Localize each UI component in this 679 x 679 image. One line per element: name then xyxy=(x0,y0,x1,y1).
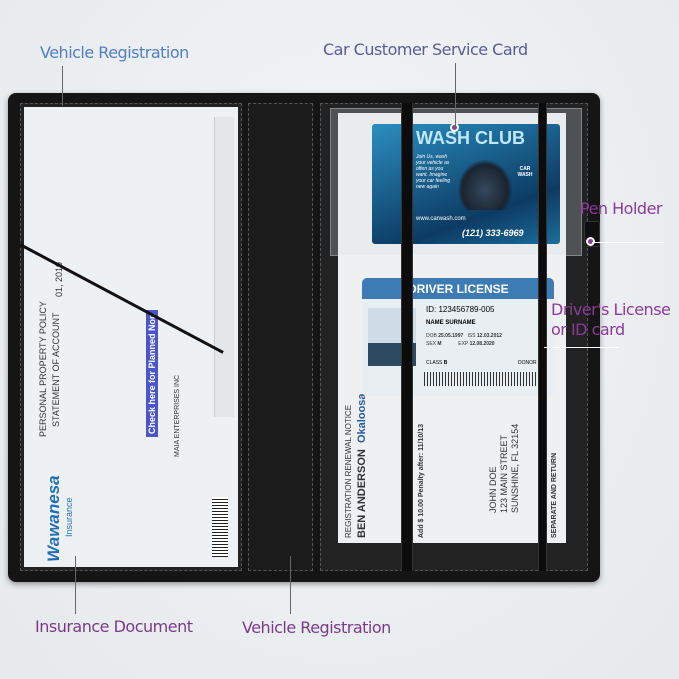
exp-label: EXP xyxy=(458,341,469,347)
owner-city: SUNSHINE, FL 32154 xyxy=(510,423,520,513)
exp: 12.08.2020 xyxy=(469,341,495,347)
callout-dot xyxy=(586,237,595,246)
insurance-document: PERSONAL PROPERTY POLICY STATEMENT OF AC… xyxy=(24,107,238,567)
callout-line xyxy=(592,242,664,243)
license-name: NAME SURNAME xyxy=(426,320,476,326)
wash-card-title: WASH CLUB xyxy=(416,128,525,148)
callout-pen-holder: Pen Holder xyxy=(580,199,663,218)
check-box-text: Check here for Planned Non xyxy=(146,310,158,437)
insurance-brand-sub: Insurance xyxy=(64,497,74,537)
callout-service-card: Car Customer Service Card xyxy=(323,40,528,59)
wash-card-website: www.carwash.com xyxy=(416,216,466,222)
sex-label: SEX xyxy=(426,341,437,347)
callout-line xyxy=(75,556,76,614)
renewal-name: BEN ANDERSON xyxy=(356,449,368,538)
callout-license-2: or ID card xyxy=(551,320,625,339)
license-fields: DOB 25.05.1997 ISS 12.03.2012 SEX M EXP … xyxy=(426,332,502,348)
class-label: CLASS xyxy=(426,360,443,366)
class: B xyxy=(443,360,448,366)
callout-insurance: Insurance Document xyxy=(35,617,193,636)
renewal-penalty: Add $ 10.00 Penalty after: 11/10/13 xyxy=(418,423,425,538)
insurance-brand: Wawanesa xyxy=(44,475,63,562)
registration-strip xyxy=(214,117,234,417)
sex: M xyxy=(437,341,442,347)
owner-name: JOHN DOE xyxy=(488,466,498,513)
insurance-address: MAIA ENTERPRISES INC xyxy=(174,374,181,457)
wash-card-tagline: Join Us, wash your vehicle as often as y… xyxy=(416,154,451,190)
license-header: DRIVER LICENSE xyxy=(362,278,554,299)
renewal-title: REGISTRATION RENEWAL NOTICE xyxy=(344,404,353,538)
callout-line xyxy=(62,66,63,106)
spine xyxy=(248,103,313,571)
callout-line xyxy=(455,63,456,129)
callout-vehicle-registration-bottom: Vehicle Registration xyxy=(242,618,391,637)
dob: 25.05.1997 xyxy=(438,333,464,339)
document-wallet: PERSONAL PROPERTY POLICY STATEMENT OF AC… xyxy=(8,93,600,582)
license-barcode xyxy=(424,372,544,386)
license-donor: DONOR xyxy=(518,360,537,366)
elastic-strap[interactable] xyxy=(401,103,413,571)
wash-card-phone: (121) 333-6969 xyxy=(462,228,524,238)
dob-label: DOB xyxy=(426,333,437,339)
insurance-subtitle: STATEMENT OF ACCOUNT xyxy=(51,312,61,427)
callout-line xyxy=(290,556,291,614)
wash-card-badge: CAR WASH xyxy=(517,166,533,178)
barcode xyxy=(212,497,228,557)
separate-return: SEPARATE AND RETURN xyxy=(551,452,558,538)
insurance-title: PERSONAL PROPERTY POLICY xyxy=(38,301,48,437)
iss: 12.03.2012 xyxy=(476,333,502,339)
iss-label: ISS xyxy=(467,333,476,339)
elastic-strap-right[interactable] xyxy=(538,103,547,571)
driver-license-card: DRIVER LICENSE ID: 123456789-005 NAME SU… xyxy=(362,278,554,396)
vintage-car-image xyxy=(458,160,512,210)
callout-license-1: Driver's License xyxy=(551,300,671,319)
callout-vehicle-registration-top: Vehicle Registration xyxy=(40,43,189,62)
owner-street: 123 MAIN STREET xyxy=(499,434,509,513)
license-id: ID: 123456789-005 xyxy=(426,305,495,314)
license-class: CLASS B xyxy=(426,360,447,366)
callout-line xyxy=(544,347,619,348)
callout-dot xyxy=(450,123,459,132)
renewal-county: Okaloosa xyxy=(356,393,368,443)
